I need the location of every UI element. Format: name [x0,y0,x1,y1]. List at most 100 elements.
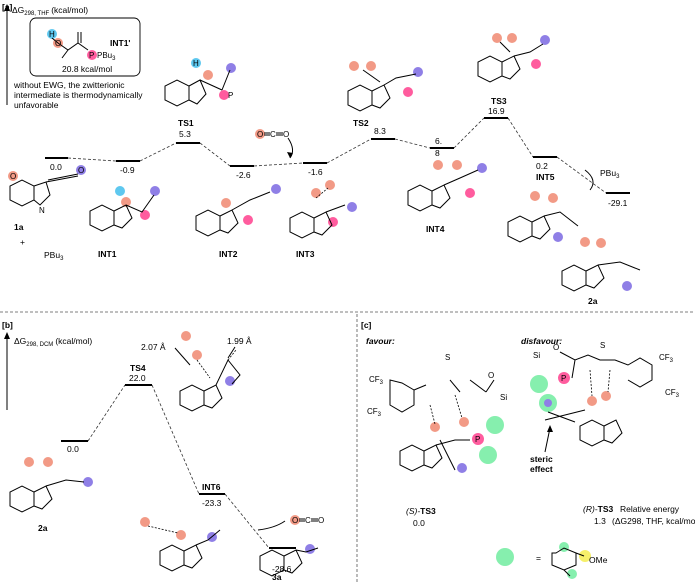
plus-sign: + [20,237,25,247]
int1-prime-label: INT1' [110,38,130,48]
inset-note-1: without EWG, the zwitterionic [13,80,125,90]
panel-a-axis-label: ΔG298, THF(kcal/mol) [12,5,88,17]
molecule-2a-b [9,457,93,513]
panel-c-label: [c] [361,320,372,330]
r-ts3-energy: 1.3 [594,516,606,526]
svg-text:O: O [10,172,16,181]
pbu3-reagent: PBu3 [44,250,64,262]
pbu3-release-label: PBu3 [600,168,620,180]
co2-molecule-a: O C O [255,129,294,159]
int1-label: INT1 [98,249,117,259]
molecule-int2 [195,184,281,237]
panel-b-connectors [87,384,270,549]
inset-box [29,17,141,77]
phosphorus-highlight [87,50,97,60]
s-ts3-energy: 0.0 [413,518,425,528]
energy-int4-a: 6. [435,136,442,146]
int4-label: INT4 [426,224,445,234]
label-2a-a: 2a [588,296,598,306]
svg-text:S: S [600,341,605,350]
svg-text:P: P [89,51,94,60]
int2-label: INT2 [219,249,238,259]
svg-text:O: O [283,130,289,139]
energy-ts3: 16.9 [488,106,505,116]
molecule-int5 [507,191,579,243]
molecule-int4 [407,160,487,212]
inset-note-2: intermediate is thermodynamically [14,90,143,100]
svg-text:H: H [193,59,199,68]
svg-text:O: O [257,130,263,139]
energy-int5: 0.2 [536,161,548,171]
svg-text:O: O [78,166,84,175]
energy-int6: -23.3 [202,498,222,508]
molecule-1a: O N O [8,165,86,215]
distance-pointer-1 [174,347,191,366]
label-3a: 3a [272,572,282,582]
distance-pointer-2 [227,346,236,359]
ts3-label: TS3 [491,96,507,106]
r-ts3-structure: Si O S CF3 CF3 P [530,341,680,447]
molecule-int1 [89,186,160,232]
distance-207: 2.07 Å [141,342,166,352]
svg-text:=: = [536,553,541,563]
svg-text:CF3: CF3 [659,353,674,364]
svg-text:CF3: CF3 [367,407,382,418]
svg-text:P: P [561,374,566,383]
disfavour-label: disfavour: [521,336,562,346]
molecule-ts2 [347,61,423,112]
hydrogen-highlight [47,29,57,39]
relative-energy-1: Relative energy [620,504,680,514]
label-1a: 1a [14,222,24,232]
r-ts3-label: (R)-TS3 [583,504,614,514]
svg-text:O: O [55,39,61,48]
svg-text:CF3: CF3 [369,375,384,386]
svg-text:P: P [475,435,480,444]
int5-label: INT5 [536,172,555,182]
distance-199: 1.99 Å [227,336,252,346]
svg-text:S: S [445,353,450,362]
molecule-3a [259,544,319,577]
molecule-int6 [140,517,221,572]
catalyst-legend: = OMe [496,542,608,579]
energy-int2: -2.6 [236,170,251,180]
green-circle-symbol [496,548,514,566]
s-ts3-structure: CF3 CF3 S O Si P [367,353,507,473]
panel-b-axis-arrow [4,332,10,339]
svg-text:O: O [318,516,324,525]
svg-text:N: N [39,206,45,215]
panel-b-axis-label: ΔG298, DCM(kcal/mol) [14,336,92,348]
panel-b-label: [b] [2,320,13,330]
molecule-ts1: H P [164,58,236,107]
svg-text:O: O [292,516,298,525]
ts4-label: TS4 [130,363,146,373]
panel-a-axis-arrow [4,4,10,11]
svg-text:C: C [305,516,311,525]
steric-text-1: steric [530,454,553,464]
molecule-ts3 [477,33,550,83]
energy-ts2: 8.3 [374,126,386,136]
molecule-ts4 [179,331,241,412]
molecule-2a-a [561,237,641,292]
svg-text:CF3: CF3 [665,388,680,399]
co2-release-b: O C O [257,515,324,531]
panel-a-connectors [67,117,607,194]
ts2-label: TS2 [353,118,369,128]
svg-text:P: P [228,91,233,100]
svg-text:C: C [270,130,276,139]
inset-pbu3: PBu3 [97,51,116,62]
int3-label: INT3 [296,249,315,259]
inset-note-3: unfavorable [14,100,59,110]
svg-text:Si: Si [533,351,540,360]
pbu3-release-arrow [584,169,594,191]
ts1-label: TS1 [178,118,194,128]
energy-2a-b: 0.0 [67,444,79,454]
panel-b-levels [61,384,296,549]
energy-int4-b: 8 [435,148,440,158]
panel-a-levels [45,117,630,194]
energy-start: 0.0 [50,162,62,172]
svg-text:OMe: OMe [589,555,608,565]
label-2a-b: 2a [38,523,48,533]
svg-text:O: O [488,371,494,380]
s-ts3-label: (S)-TS3 [406,506,436,516]
